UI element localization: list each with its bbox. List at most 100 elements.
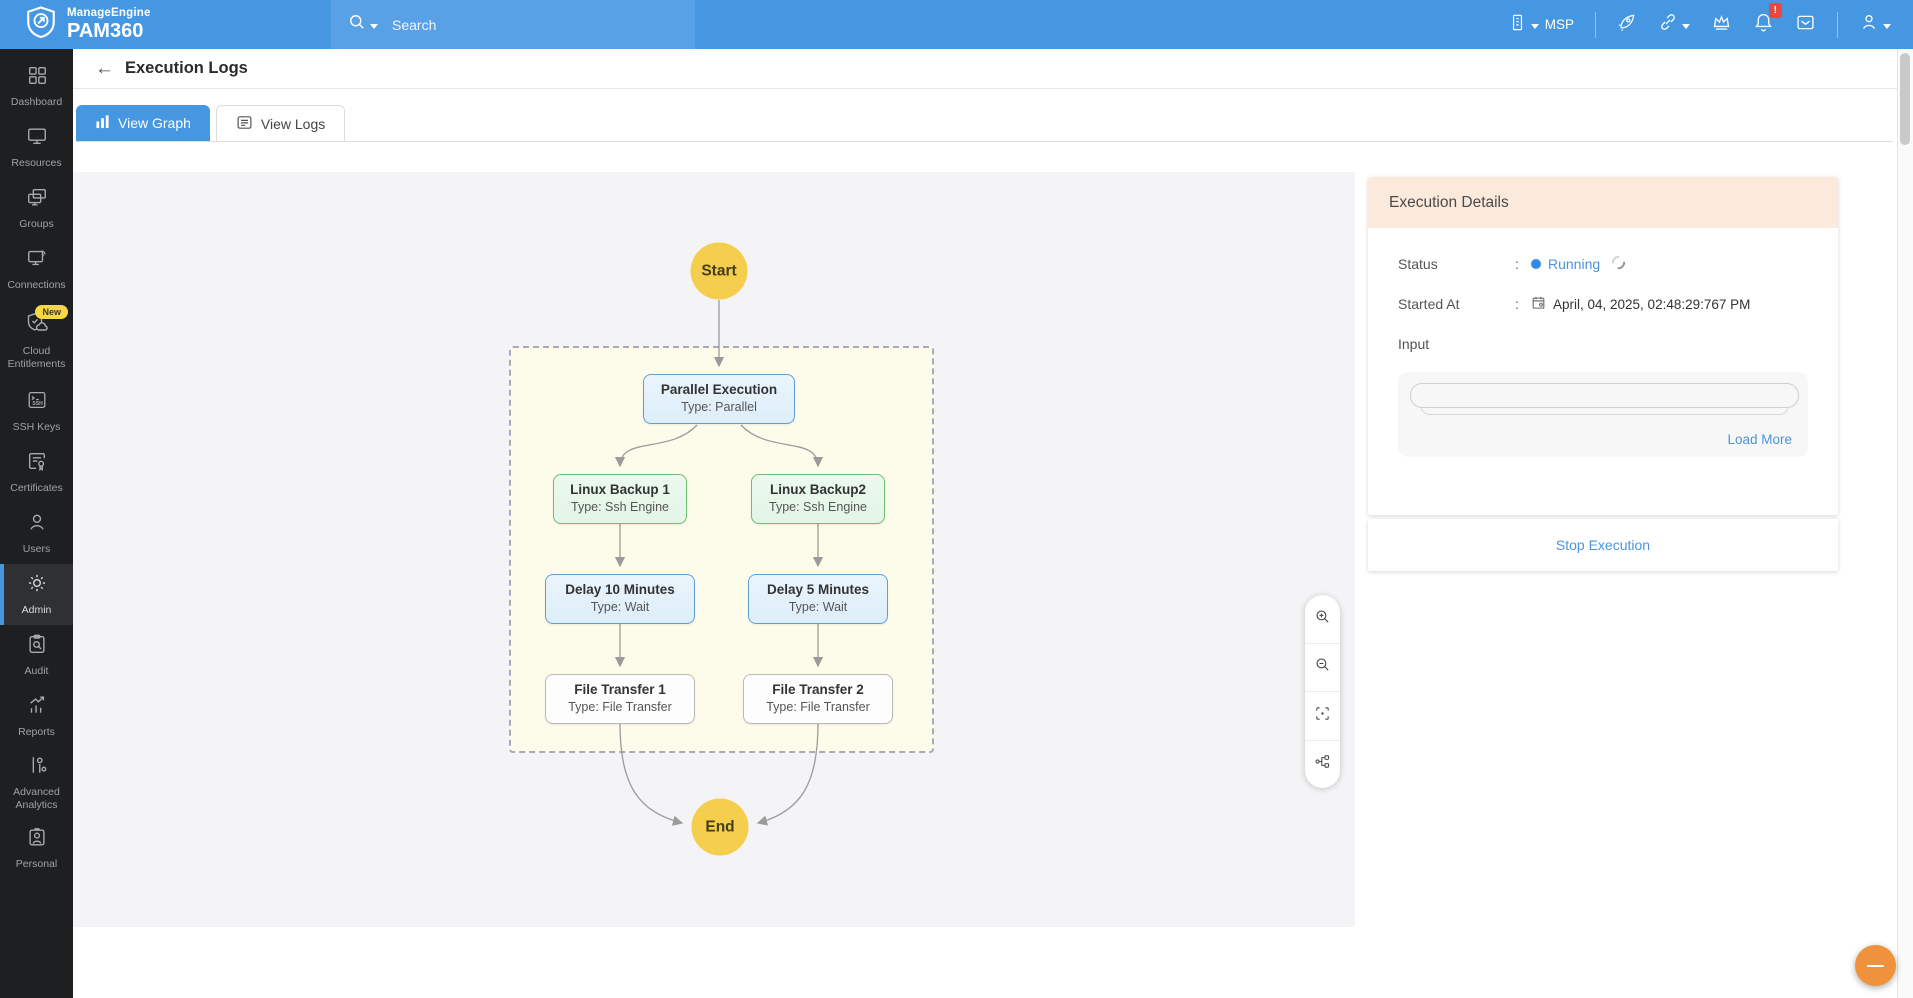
id-badge-icon (26, 826, 48, 853)
chevron-down-icon (1682, 16, 1690, 34)
node-file-transfer-1[interactable]: File Transfer 1 Type: File Transfer (545, 674, 695, 724)
input-row: Input (1398, 330, 1808, 358)
crown-icon (1711, 12, 1732, 38)
messages-button[interactable] (1795, 12, 1816, 38)
audit-clipboard-icon (26, 633, 48, 660)
analytics-icon (26, 754, 48, 781)
log-document-icon (236, 114, 253, 134)
node-parallel-execution[interactable]: Parallel Execution Type: Parallel (643, 374, 795, 424)
stop-execution-bar: Stop Execution (1368, 519, 1838, 571)
brand-manageengine: ManageEngine (67, 6, 151, 19)
calendar-icon (1531, 295, 1546, 313)
zoom-out-button[interactable] (1305, 642, 1340, 692)
search-scope-caret-icon[interactable] (370, 16, 378, 34)
workflow-canvas[interactable]: Start Parallel Execution Type: Parallel … (72, 172, 1355, 927)
search-placeholder: Search (392, 16, 437, 33)
monitor-icon (26, 125, 48, 152)
sidebar-item-personal[interactable]: Personal (0, 818, 73, 879)
sidebar-item-groups[interactable]: Groups (0, 178, 73, 239)
back-arrow-icon[interactable]: ← (95, 58, 114, 79)
status-value: Running (1548, 256, 1601, 272)
certificate-icon (26, 450, 48, 477)
rocket-icon (1617, 12, 1637, 37)
tab-strip: View Graph View Logs (76, 104, 1893, 142)
tab-view-logs[interactable]: View Logs (215, 105, 346, 141)
notification-badge: ! (1768, 2, 1782, 18)
organization-icon (1508, 13, 1527, 37)
auto-layout-button[interactable] (1305, 739, 1340, 789)
pam360-shield-icon (24, 5, 58, 44)
panel-body: Status : Running Started (1368, 228, 1838, 515)
ssh-terminal-icon: SSH (26, 389, 48, 416)
chevron-down-icon (1883, 16, 1891, 34)
loading-spinner-icon (1611, 255, 1626, 273)
gear-icon (26, 572, 48, 599)
sidebar-item-audit[interactable]: Audit (0, 625, 73, 686)
start-node[interactable]: Start (690, 242, 748, 300)
panel-header: Execution Details (1368, 177, 1838, 228)
sidebar-item-dashboard[interactable]: Dashboard (0, 56, 73, 117)
report-chart-icon (26, 694, 48, 721)
started-at-label: Started At (1398, 296, 1460, 312)
sidebar-item-cloud-entitlements[interactable]: New Cloud Entitlements (0, 300, 73, 381)
fit-view-icon (1314, 705, 1331, 727)
status-label: Status (1398, 256, 1438, 272)
sidebar-nav: Dashboard Resources Groups (0, 49, 73, 998)
node-file-transfer-2[interactable]: File Transfer 2 Type: File Transfer (743, 674, 893, 724)
window-scrollbar[interactable] (1897, 49, 1913, 998)
input-preview-box: Load More (1398, 372, 1808, 457)
chevron-down-icon (1530, 16, 1539, 34)
end-node[interactable]: End (691, 798, 749, 856)
tab-view-graph[interactable]: View Graph (76, 105, 210, 141)
sidebar-item-certificates[interactable]: Certificates (0, 442, 73, 503)
zoom-out-icon (1314, 656, 1331, 678)
sidebar-item-ssh-keys[interactable]: SSH SSH Keys (0, 381, 73, 442)
notifications-button[interactable]: ! (1753, 2, 1782, 38)
person-icon (26, 511, 48, 538)
sidebar-item-reports[interactable]: Reports (0, 686, 73, 747)
status-running-dot (1531, 259, 1541, 269)
license-button[interactable] (1711, 12, 1732, 38)
node-linux-backup-1[interactable]: Linux Backup 1 Type: Ssh Engine (553, 474, 687, 524)
sidebar-item-advanced-analytics[interactable]: Advanced Analytics (0, 747, 73, 818)
zoom-in-icon (1314, 608, 1331, 630)
hamburger-menu-icon (1867, 964, 1884, 967)
scrollbar-thumb[interactable] (1900, 53, 1910, 145)
quick-start-button[interactable] (1617, 12, 1637, 37)
execution-details-panel: Execution Details Status : Running (1368, 177, 1838, 571)
load-more-link[interactable]: Load More (1727, 432, 1792, 447)
layout-graph-icon (1314, 753, 1331, 775)
quick-actions-fab[interactable] (1855, 945, 1896, 986)
stop-execution-button[interactable]: Stop Execution (1555, 537, 1651, 553)
topbar-divider (1837, 11, 1838, 38)
input-collapsed-item[interactable] (1410, 383, 1799, 408)
msp-org-selector[interactable]: MSP (1508, 13, 1574, 37)
sidebar-item-users[interactable]: Users (0, 503, 73, 564)
msp-label: MSP (1544, 17, 1574, 32)
bar-chart-icon (95, 114, 110, 132)
envelope-icon (1795, 12, 1816, 38)
brand-logo[interactable]: ManageEngine PAM360 (24, 0, 151, 49)
user-account-menu[interactable] (1859, 12, 1891, 37)
link-icon (1658, 12, 1678, 37)
user-icon (1859, 12, 1879, 37)
dashboard-icon (26, 64, 48, 91)
tab-label: View Graph (118, 115, 191, 131)
node-linux-backup-2[interactable]: Linux Backup2 Type: Ssh Engine (751, 474, 885, 524)
top-bar: ManageEngine PAM360 Search (0, 0, 1913, 49)
node-delay-10-minutes[interactable]: Delay 10 Minutes Type: Wait (545, 574, 695, 624)
status-row: Status : Running (1398, 250, 1808, 278)
search-icon (347, 12, 367, 37)
sidebar-item-admin[interactable]: Admin (0, 564, 73, 625)
sidebar-item-resources[interactable]: Resources (0, 117, 73, 178)
integrations-menu[interactable] (1658, 12, 1690, 37)
sidebar-item-connections[interactable]: Connections (0, 239, 73, 300)
node-delay-5-minutes[interactable]: Delay 5 Minutes Type: Wait (748, 574, 888, 624)
svg-text:SSH: SSH (32, 401, 43, 407)
fit-view-button[interactable] (1305, 691, 1340, 740)
zoom-in-button[interactable] (1305, 595, 1340, 643)
tab-label: View Logs (260, 115, 326, 132)
panel-title: Execution Details (1389, 193, 1509, 211)
search-input[interactable]: Search (331, 0, 695, 49)
